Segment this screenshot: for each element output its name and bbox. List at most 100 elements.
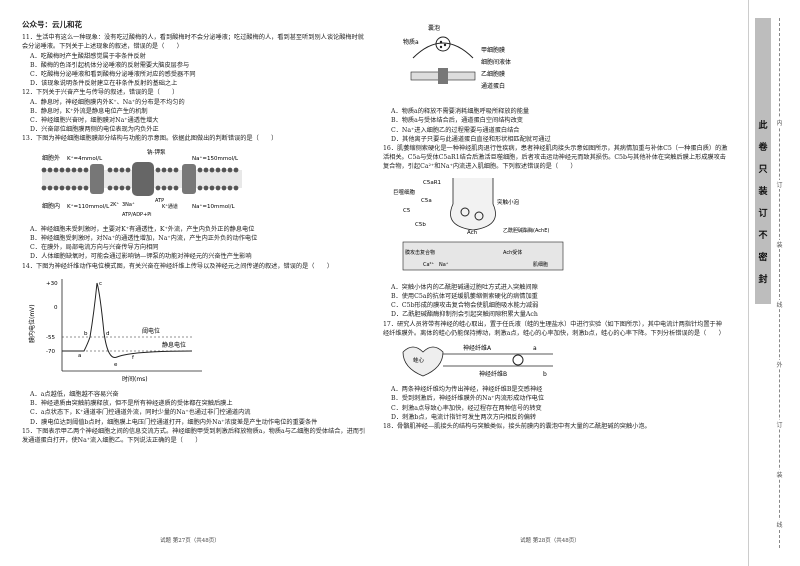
- q16-option-b: B．使用C5a的抗体可延缓肌萎缩侧索硬化的病情加重: [391, 293, 538, 301]
- k-channel: [90, 163, 104, 194]
- q17-option-b: B．受到刺激后，神经纤维膜外的Na⁺内流形成动作电位: [391, 395, 545, 403]
- vesicle-label: 突触小泡: [497, 198, 520, 206]
- lipid-head: [221, 185, 227, 191]
- right-column: 囊泡 物质a 甲细胞膜 细胞间液体 乙细胞膜 通道蛋白 A．物质a的释放不需要消…: [383, 20, 728, 431]
- lipid-head: [47, 167, 53, 173]
- seal-word-7: 密: [758, 253, 768, 263]
- lipid-head: [113, 167, 119, 173]
- question-17: 17．研究人员将带有神经的蛙心取出，置于任氏液（蛙的生理盐水）中进行实验（如下图…: [383, 320, 725, 337]
- membrane-figure: 细胞外 K⁺=4mmol/L 钠-钾泵 Na⁺=150mmol/L 细胞内 K⁺…: [41, 148, 242, 218]
- vesicle: [435, 36, 451, 52]
- complex-label: 膜攻击复合物: [405, 249, 435, 256]
- q12-option-c: C．神经细胞兴奋时，细胞膜对Na⁺通透性增大: [30, 117, 159, 125]
- na-in-label: Na⁺=10mmol/L: [192, 203, 235, 210]
- lipid-head: [173, 185, 179, 191]
- lipid-head: [161, 167, 167, 173]
- seal-mark-1: 内: [775, 118, 784, 127]
- lipid-head: [65, 167, 71, 173]
- q14-option-a: A．a点越低，细胞越不容易兴奋: [30, 391, 119, 399]
- q16-option-a: A．突触小体内的乙酰胆碱通过胞吐方式进入突触间隙: [391, 283, 538, 291]
- potential-curve: [62, 282, 193, 358]
- lipid-head: [197, 167, 203, 173]
- q17-option-c: C．刺激a点导致心率加快，经过程存在两种信号的转变: [391, 404, 542, 412]
- rest-label: 静息电位: [162, 341, 186, 349]
- synapse-figure: 囊泡 物质a 甲细胞膜 细胞间液体 乙细胞膜 通道蛋白: [403, 24, 511, 90]
- vesicle-label: 囊泡: [428, 24, 440, 32]
- lipid-head: [119, 185, 125, 191]
- nerve-b-label: 神经纤维B: [479, 370, 507, 378]
- lipid-head: [83, 167, 89, 173]
- account-header: 公众号：云儿和花: [22, 20, 82, 29]
- k-channel-label: K⁺通道: [162, 203, 178, 210]
- lipid-head: [71, 185, 77, 191]
- lipid-head: [107, 167, 113, 173]
- lipid-head: [53, 185, 59, 191]
- q14-option-b: B．神经递质由突触前膜释放，但不是所有神经递质的受体都在突触后膜上: [30, 400, 233, 408]
- q13-option-d: D．人体细胞缺氧时，可能会通过影响钠—钾泵的功能对神经元的兴奋性产生影响: [30, 253, 252, 261]
- c5-label: C5: [403, 208, 411, 214]
- inside-label: 细胞内: [42, 202, 60, 210]
- q15-option-c: C．Na⁺进入细胞乙的过程需要与通道蛋白结合: [391, 126, 520, 134]
- question-16: 16．肌萎缩侧索硬化是一种神经肌肉退行性疾病，患者神经肌肉接头示意如图所示，其病…: [383, 145, 728, 171]
- tick-30: +30: [46, 281, 58, 287]
- lipid-head: [41, 185, 47, 191]
- question-18: 18．骨骼肌神经—肌接头的结构与突触类似，接头前膜内的囊泡中有大量的乙酰胆碱的突…: [383, 423, 651, 431]
- q15-option-a: A．物质a的释放不需要消耗细胞呼吸所释放的能量: [391, 108, 530, 116]
- atp-label: ATP: [155, 198, 164, 204]
- q13-option-b: B．神经细胞受刺激时，对Na⁺的通透性增加，Na⁺内流，产生内正外负的动作电位: [30, 235, 258, 243]
- question-15: 15．下图表示甲乙两个神经细胞之间的信息交流方式。神经细胞甲受到刺激后释放物质a…: [22, 427, 366, 445]
- na-label: Na⁺: [439, 262, 449, 268]
- seal-mark-3: 装: [775, 240, 784, 249]
- pump-label: 钠-钾泵: [147, 148, 166, 156]
- lipid-head: [203, 185, 209, 191]
- channel-protein: [438, 68, 448, 84]
- page-footer-left: 试题 第27页（共48页）: [160, 538, 220, 544]
- q13-option-a: A．神经细胞未受刺激时，主要对K⁺有通透性，K⁺外流，产生内负外正的静息电位: [30, 225, 255, 233]
- page-footer-right: 试题 第28页（共48页）: [520, 538, 580, 544]
- lipid-head: [233, 167, 239, 173]
- lipid-head: [71, 167, 77, 173]
- threshold-label: 阈电位: [142, 327, 160, 335]
- seal-mark-4: 线: [775, 300, 784, 309]
- k2-label: 2K⁺: [110, 202, 119, 208]
- fold-line: [742, 0, 749, 566]
- q15-option-d: D．其他离子只要与此通道蛋白直径和形状相匹配就可通过: [391, 135, 551, 143]
- seal-word-5: 订: [758, 209, 768, 219]
- q11-option-a: A．吃酸梅时产生酸甜感觉属于非条件反射: [30, 52, 146, 60]
- channel-label: 通道蛋白: [481, 82, 505, 90]
- point-c: c: [99, 281, 102, 287]
- substance-label: 物质a: [403, 38, 419, 46]
- lipid-head: [209, 185, 215, 191]
- question-11: 11．生活中有这么一种现象：没有吃过酸梅的人，看到酸梅时不会分泌唾液；吃过酸梅的…: [22, 34, 364, 51]
- lipid-head: [53, 167, 59, 173]
- lipid-head: [167, 167, 173, 173]
- lipid-head: [65, 185, 71, 191]
- heart: [402, 346, 444, 377]
- post-membrane-label: 乙细胞膜: [481, 70, 505, 78]
- q16-option-d: D．乙酰胆碱酯酶抑制剂会引起突触间隙积累大量Ach: [391, 311, 538, 319]
- q17-option-d: D．刺激b点，电流计指针可发生两次方向相反的偏转: [391, 413, 537, 421]
- heart-label: 蛙心: [413, 356, 425, 364]
- lipid-head: [215, 167, 221, 173]
- seal-word-8: 封: [758, 275, 768, 285]
- cut-line: [779, 18, 780, 548]
- lipid-head: [161, 185, 167, 191]
- question-12: 12．下列关于兴奋产生与传导的叙述，错误的是（ ）: [22, 89, 179, 97]
- c5b-label: C5b: [415, 222, 426, 228]
- q12-option-a: A．静息时，神经细胞膜内外K⁺、Na⁺的分布是不均匀的: [30, 98, 185, 106]
- outside-label: 细胞外: [42, 154, 60, 162]
- q17-option-a: A．两条神经纤维均为传出神经，神经纤维B是交感神经: [391, 386, 543, 394]
- lipid-head: [167, 185, 173, 191]
- macrophage-label: 巨噬细胞: [393, 188, 416, 196]
- q16-option-c: C．C5b形成的膜攻击复合物会使肌细胞吸水能力减弱: [391, 302, 539, 310]
- point-d: d: [106, 331, 110, 337]
- c5ar1-label: C5aR1: [423, 180, 441, 186]
- point-a: a: [78, 353, 81, 359]
- q15-option-b: B．物质a与受体结合后，通道蛋白空间结构改变: [391, 117, 523, 125]
- seal-word-6: 不: [758, 231, 768, 241]
- seal-word-2: 卷: [758, 143, 768, 153]
- lipid-head: [125, 167, 131, 173]
- ache-label: 乙酰胆碱酯酶(AchE): [503, 227, 549, 234]
- tick-55: -55: [46, 335, 55, 341]
- cleft-label: 细胞间液体: [481, 58, 511, 66]
